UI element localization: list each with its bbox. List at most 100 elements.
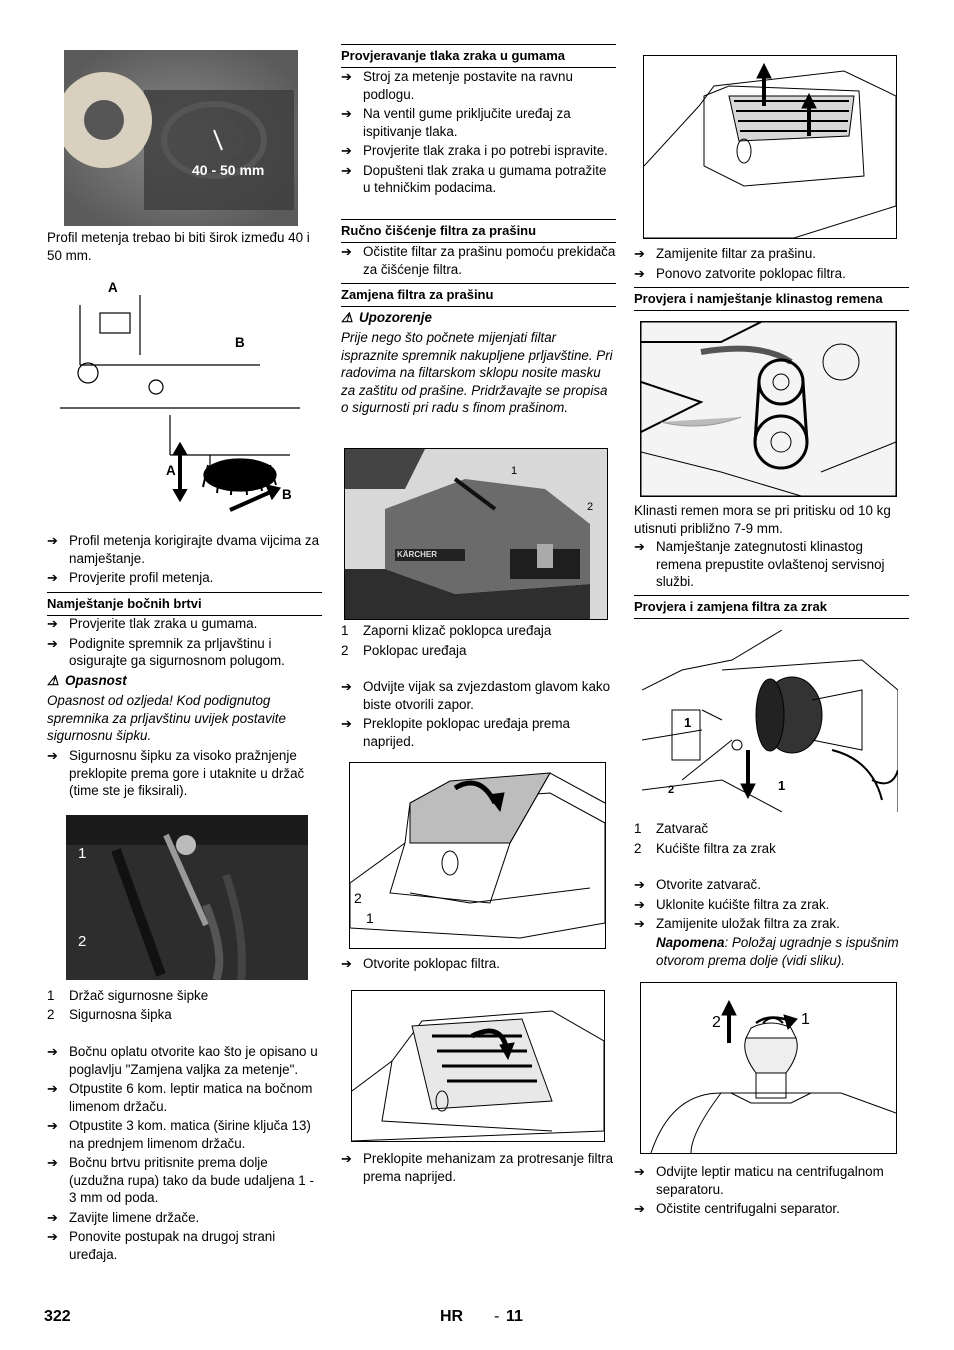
list-item: ➔Zamijenite filtar za prašinu. xyxy=(634,246,817,261)
list-item: ➔Namještanje zategnutosti klinastog reme… xyxy=(634,539,885,589)
label-2: 2 xyxy=(712,1014,721,1031)
steps-shaker: ➔Preklopite mehanizam za protresanje fil… xyxy=(341,1150,616,1185)
warning-triangle-icon: ⚠ xyxy=(341,310,354,325)
arrow-right-icon: ➔ xyxy=(634,896,645,912)
steps-separator: ➔Odvijte leptir maticu na centrifugalnom… xyxy=(634,1163,909,1218)
filter-cover-diagram: 2 1 xyxy=(349,762,606,949)
language-code: HR xyxy=(440,1308,464,1325)
arrow-right-icon: ➔ xyxy=(47,1081,58,1096)
list-item: ➔Dopušteni tlak zraka u gumama potražite… xyxy=(341,162,607,196)
filter-lift-diagram xyxy=(643,55,897,239)
steps-air: ➔Otvorite zatvarač. ➔Uklonite kućište fi… xyxy=(634,876,909,933)
arrow-right-icon: ➔ xyxy=(634,1164,645,1179)
steps-profile: ➔Profil metenja korigirajte dvama vijcim… xyxy=(47,532,322,587)
safety-bar-photo: 1 2 xyxy=(66,815,308,980)
list-item: ➔Otpustite 6 kom. leptir matica na bočno… xyxy=(47,1081,313,1114)
arrow-right-icon: ➔ xyxy=(634,1201,645,1216)
heading-side-seals: Namještanje bočnih brtvi xyxy=(47,592,322,616)
list-item: ➔Očistite filtar za prašinu pomoću preki… xyxy=(341,244,616,277)
arrow-right-icon: ➔ xyxy=(634,246,645,261)
arrow-right-icon: ➔ xyxy=(341,143,352,158)
arrow-right-icon: ➔ xyxy=(341,679,352,694)
list-item: ➔Ponovo zatvorite poklopac filtra. xyxy=(634,265,846,281)
list-item: ➔Odvijte leptir maticu na centrifugalnom… xyxy=(634,1164,884,1197)
machine-cover-photo: 1 2 KÄRCHER xyxy=(344,448,608,620)
label-a-top: A xyxy=(108,280,118,295)
label-b-bottom: B xyxy=(282,487,292,502)
warning-heading: ⚠Upozorenje xyxy=(341,310,432,325)
heading-replace-filter: Zamjena filtra za prašinu xyxy=(341,283,616,307)
centrifugal-separator-diagram: 2 1 xyxy=(640,982,897,1154)
list-item: ➔Provjerite profil metenja. xyxy=(47,570,214,585)
list-item: ➔Otvorite poklopac filtra. xyxy=(341,956,500,971)
list-item: ➔Uklonite kućište filtra za zrak. xyxy=(634,896,830,912)
note: Napomena: Položaj ugradnje s ispušnim ot… xyxy=(656,934,909,969)
footer-separator: - xyxy=(494,1308,500,1325)
list-item: ➔Profil metenja korigirajte dvama vijcim… xyxy=(47,533,320,566)
caption-profile: Profil metenja trebao bi biti širok izme… xyxy=(47,230,310,263)
label-1: 1 xyxy=(366,910,374,926)
label-1-closure: 1 xyxy=(684,715,692,730)
arrow-right-icon: ➔ xyxy=(47,616,58,631)
arrow-right-icon: ➔ xyxy=(47,1209,58,1225)
list-item: ➔Očistite centrifugalni separator. xyxy=(634,1201,840,1216)
arrow-right-icon: ➔ xyxy=(47,1155,58,1170)
arrow-right-icon: ➔ xyxy=(47,570,58,585)
warning-text: Prije nego što počnete mijenjati filtar … xyxy=(341,330,613,415)
list-item: ➔Preklopite poklopac uređaja prema napri… xyxy=(341,716,570,749)
page-number: 322 xyxy=(44,1308,71,1325)
list-item: ➔Stroj za metenje postavite na ravnu pod… xyxy=(341,69,573,102)
arrow-right-icon: ➔ xyxy=(47,1118,58,1133)
list-item: ➔Podignite spremnik za prljavštinu i osi… xyxy=(47,635,285,669)
air-filter-diagram: 1 2 1 xyxy=(642,630,898,812)
list-item: ➔Zavijte limene držače. xyxy=(47,1209,200,1225)
arrow-right-icon: ➔ xyxy=(341,244,352,259)
steps-vbelt: ➔Namještanje zategnutosti klinastog reme… xyxy=(634,538,909,591)
heading-tyre-pressure: Provjeravanje tlaka zraka u gumama xyxy=(341,44,616,68)
arrow-right-icon: ➔ xyxy=(634,916,645,931)
label-1-arrow: 1 xyxy=(778,778,786,793)
steps-open-cover: ➔Odvijte vijak sa zvjezdastom glavom kak… xyxy=(341,678,616,750)
arrow-right-icon: ➔ xyxy=(47,635,58,651)
steps-filter-cover: ➔Otvorite poklopac filtra. xyxy=(341,955,616,973)
heading-air-filter: Provjera i zamjena filtra za zrak xyxy=(634,595,909,619)
label-2: 2 xyxy=(78,933,87,950)
vbelt-text: Klinasti remen mora se pri pritisku od 1… xyxy=(634,503,891,536)
arrow-right-icon: ➔ xyxy=(341,162,352,178)
arrow-right-icon: ➔ xyxy=(341,956,352,971)
vbelt-diagram xyxy=(640,321,897,497)
heading-vbelt: Provjera i namještanje klinastog remena xyxy=(634,287,909,311)
note-label: Napomena xyxy=(656,935,725,950)
label-1: 1 xyxy=(78,845,87,862)
steps-safety-bar: ➔Sigurnosnu šipku za visoko pražnjenje p… xyxy=(47,747,322,800)
brand-logo: KÄRCHER xyxy=(397,550,437,559)
arrow-right-icon: ➔ xyxy=(47,748,58,763)
arrow-right-icon: ➔ xyxy=(47,533,58,548)
label-2: 2 xyxy=(354,890,362,906)
arrow-right-icon: ➔ xyxy=(634,265,645,281)
list-item: ➔Sigurnosnu šipku za visoko pražnjenje p… xyxy=(47,748,305,798)
label-2-housing: 2 xyxy=(668,784,675,796)
list-item: ➔Otpustite 3 kom. matica (širine ključa … xyxy=(47,1118,311,1151)
adjust-screw-diagram: A B A B xyxy=(60,275,322,515)
list-item: ➔Provjerite tlak zraka i po potrebi ispr… xyxy=(341,143,608,158)
danger-text: Opasnost od ozljeda! Kod podignutog spre… xyxy=(47,693,286,743)
list-item: ➔Ponovite postupak na drugoj strani uređ… xyxy=(47,1229,276,1262)
arrow-right-icon: ➔ xyxy=(47,1044,58,1059)
note-text: : Položaj ugradnje s ispušnim otvorom pr… xyxy=(656,935,899,968)
warning-triangle-icon: ⚠ xyxy=(47,673,60,688)
steps-after: ➔Zamijenite filtar za prašinu. ➔Ponovo z… xyxy=(634,245,909,282)
danger-heading: ⚠Opasnost xyxy=(47,673,127,688)
arrow-right-icon: ➔ xyxy=(47,1229,58,1244)
arrow-right-icon: ➔ xyxy=(341,69,352,84)
section-page-number: 11 xyxy=(506,1308,523,1325)
list-item: ➔Otvorite zatvarač. xyxy=(634,877,761,892)
list-item: ➔Zamijenite uložak filtra za zrak. xyxy=(634,916,840,931)
